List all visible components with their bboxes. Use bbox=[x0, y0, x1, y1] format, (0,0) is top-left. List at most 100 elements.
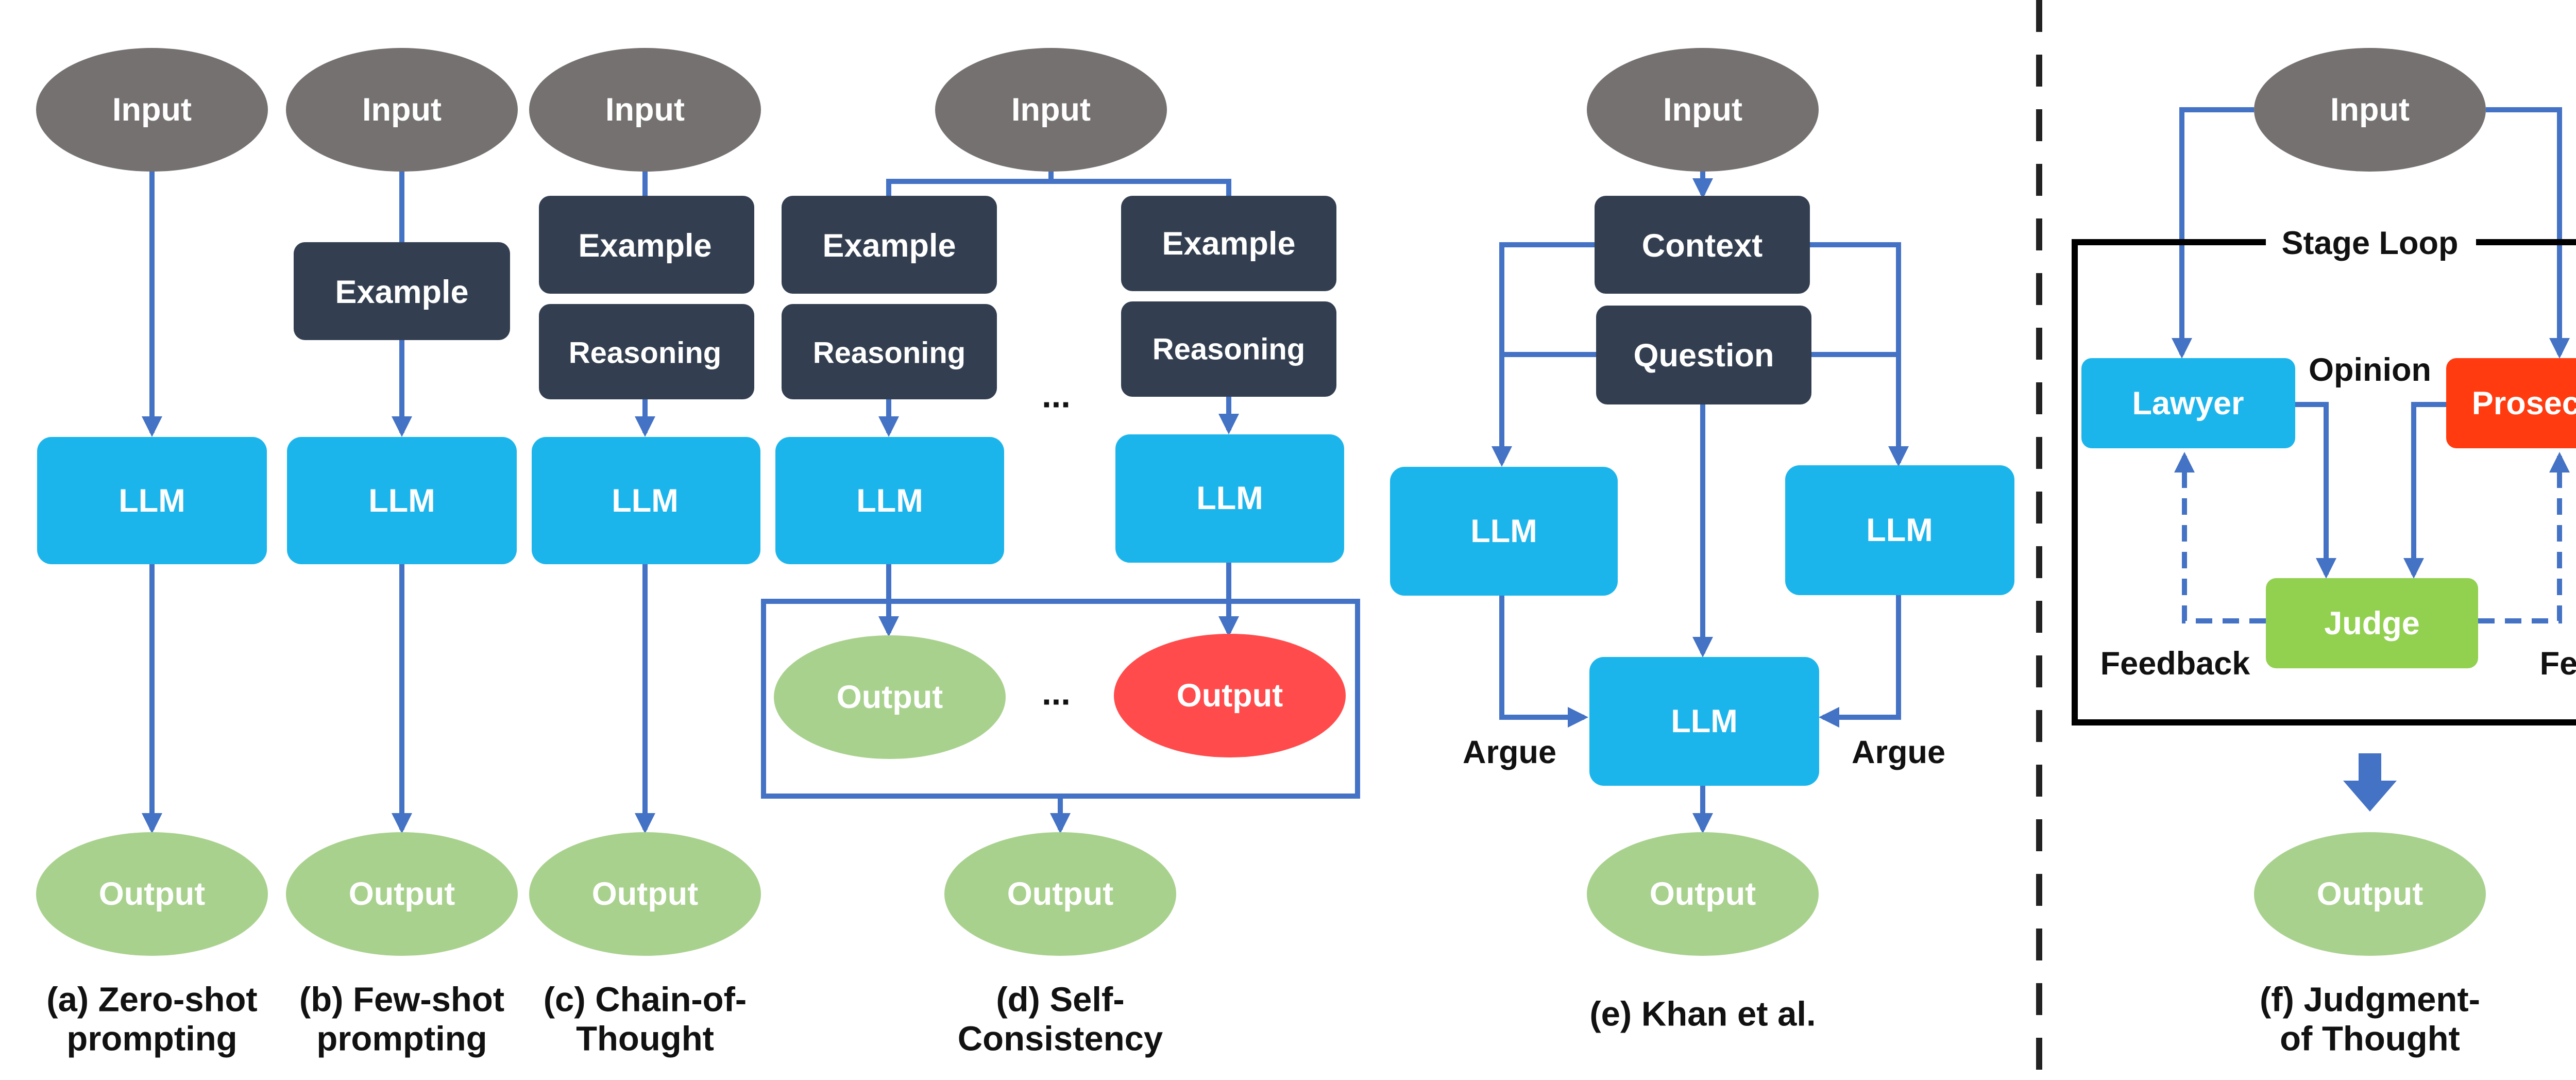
opinion-label: Opinion bbox=[2309, 352, 2431, 388]
prosecutor-box bbox=[2446, 358, 2576, 448]
output-node-e bbox=[1587, 832, 1819, 956]
llm-box-c bbox=[532, 437, 760, 564]
caption-b-line1: (b) Few-shot bbox=[299, 981, 504, 1019]
stage-loop-title: Stage Loop bbox=[2282, 225, 2459, 261]
input-node-a bbox=[36, 48, 268, 172]
output-label-e: Output bbox=[1650, 876, 1756, 912]
judge-label: Judge bbox=[2324, 605, 2420, 642]
llm-label-b: LLM bbox=[368, 483, 435, 519]
output-node-d-final bbox=[944, 832, 1176, 956]
panel-e-khan-et-al: Input Context Question LLM LLM LLM Argue… bbox=[1390, 48, 2014, 1034]
output-node-a bbox=[36, 832, 268, 956]
llm-box-e-left bbox=[1390, 467, 1618, 596]
example-box-c bbox=[539, 196, 754, 294]
reasoning-label-d-left: Reasoning bbox=[813, 336, 966, 370]
input-label-a: Input bbox=[112, 92, 192, 128]
consistency-vote-box bbox=[761, 599, 1360, 799]
panel-f-judgment-of-thought: Stage Loop Input Lawyer Prosecutor Opini… bbox=[2072, 48, 2576, 1058]
input-label-b: Input bbox=[362, 92, 442, 128]
llm-label-d-left: LLM bbox=[856, 483, 923, 519]
caption-b-line2: prompting bbox=[316, 1020, 487, 1058]
arrow-f-input-lawyer bbox=[2172, 107, 2254, 359]
caption-d-line2: Consistency bbox=[958, 1020, 1163, 1058]
arrow-f-feedback-lawyer bbox=[2174, 452, 2266, 623]
feedback-label-left: Feedback bbox=[2100, 646, 2251, 682]
down-arrow-icon bbox=[2343, 753, 2397, 812]
example-label-b: Example bbox=[335, 274, 468, 310]
reasoning-box-d-left bbox=[782, 304, 997, 399]
arrow-e-context-left-llm bbox=[1492, 242, 1596, 467]
question-label-e: Question bbox=[1633, 338, 1774, 374]
llm-label-e-judge: LLM bbox=[1671, 703, 1737, 739]
example-box-b bbox=[294, 242, 510, 340]
arrow-f-lawyer-judge bbox=[2295, 402, 2336, 579]
output-node-b bbox=[286, 832, 518, 956]
input-node-b bbox=[286, 48, 518, 172]
example-label-d-left: Example bbox=[822, 228, 956, 264]
example-box-d-left bbox=[782, 196, 997, 294]
reasoning-label-c: Reasoning bbox=[569, 336, 722, 370]
arrow-d-input-left bbox=[886, 170, 1054, 196]
context-box-e bbox=[1595, 196, 1810, 294]
caption-a-line2: prompting bbox=[66, 1020, 237, 1058]
context-label-e: Context bbox=[1642, 228, 1763, 264]
arrow-e-right-argue bbox=[1819, 595, 1901, 728]
output-label-b: Output bbox=[349, 876, 455, 912]
output-label-a: Output bbox=[99, 876, 205, 912]
arrow-f-input-prosecutor bbox=[2486, 107, 2570, 359]
reasoning-box-d-right bbox=[1121, 301, 1336, 397]
input-node-e bbox=[1587, 48, 1819, 172]
input-node-d bbox=[935, 48, 1167, 172]
output-node-d-bad bbox=[1114, 634, 1346, 757]
input-label-d: Input bbox=[1011, 92, 1091, 128]
reasoning-box-c bbox=[539, 304, 754, 399]
input-node-c bbox=[529, 48, 761, 172]
arrow-f-prosecutor-judge bbox=[2403, 402, 2446, 579]
caption-c-line1: (c) Chain-of- bbox=[544, 981, 747, 1019]
llm-box-a bbox=[37, 437, 267, 564]
judge-box bbox=[2266, 578, 2478, 668]
input-label-e: Input bbox=[1663, 92, 1742, 128]
arrow-f-feedback-prosecutor bbox=[2478, 452, 2570, 623]
output-node-f bbox=[2254, 832, 2486, 956]
caption-e: (e) Khan et al. bbox=[1589, 995, 1816, 1034]
output-node-d-good bbox=[774, 635, 1006, 759]
caption-a-line1: (a) Zero-shot bbox=[46, 981, 257, 1019]
llm-box-e-right bbox=[1785, 465, 2014, 595]
question-box-e bbox=[1596, 306, 1811, 404]
llm-label-e-right: LLM bbox=[1866, 512, 1933, 548]
caption-d-line1: (d) Self- bbox=[996, 981, 1124, 1019]
panel-a-zero-shot: Input LLM Output (a) Zero-shot prompting bbox=[36, 48, 268, 1058]
prosecutor-label: Prosecutor bbox=[2472, 385, 2576, 421]
llm-label-e-left: LLM bbox=[1470, 513, 1537, 549]
arrow-e-context-right-llm bbox=[1809, 242, 1909, 467]
caption-f-line2: of Thought bbox=[2280, 1020, 2460, 1058]
argue-label-e-right: Argue bbox=[1852, 734, 1945, 770]
output-label-c: Output bbox=[592, 876, 698, 912]
lawyer-label: Lawyer bbox=[2132, 385, 2244, 421]
llm-label-c: LLM bbox=[612, 483, 678, 519]
example-label-d-right: Example bbox=[1162, 226, 1295, 262]
feedback-label-right: Feedback bbox=[2540, 646, 2576, 682]
output-node-c bbox=[529, 832, 761, 956]
example-label-c: Example bbox=[578, 228, 711, 264]
arrow-d-input-right bbox=[1051, 179, 1231, 196]
arrow-e-left-argue bbox=[1499, 595, 1588, 728]
argue-label-e-left: Argue bbox=[1463, 734, 1556, 770]
output-label-d-bad: Output bbox=[1177, 678, 1283, 714]
llm-box-d-right bbox=[1115, 434, 1344, 563]
panel-b-few-shot: Input Example LLM Output (b) Few-shot pr… bbox=[286, 48, 518, 1058]
llm-box-e-judge bbox=[1589, 657, 1819, 786]
llm-box-b bbox=[287, 437, 517, 564]
example-box-d-right bbox=[1121, 196, 1336, 291]
ellipsis-d-top: ... bbox=[1042, 377, 1071, 415]
caption-c-line2: Thought bbox=[576, 1020, 714, 1058]
input-node-f bbox=[2254, 48, 2486, 172]
llm-box-d-left bbox=[775, 437, 1004, 564]
output-label-d-final: Output bbox=[1007, 876, 1113, 912]
lawyer-box bbox=[2081, 358, 2295, 448]
stage-loop-title-bg bbox=[2266, 222, 2476, 263]
ellipsis-d-bottom: ... bbox=[1042, 674, 1071, 713]
caption-f-line1: (f) Judgment- bbox=[2260, 981, 2480, 1019]
